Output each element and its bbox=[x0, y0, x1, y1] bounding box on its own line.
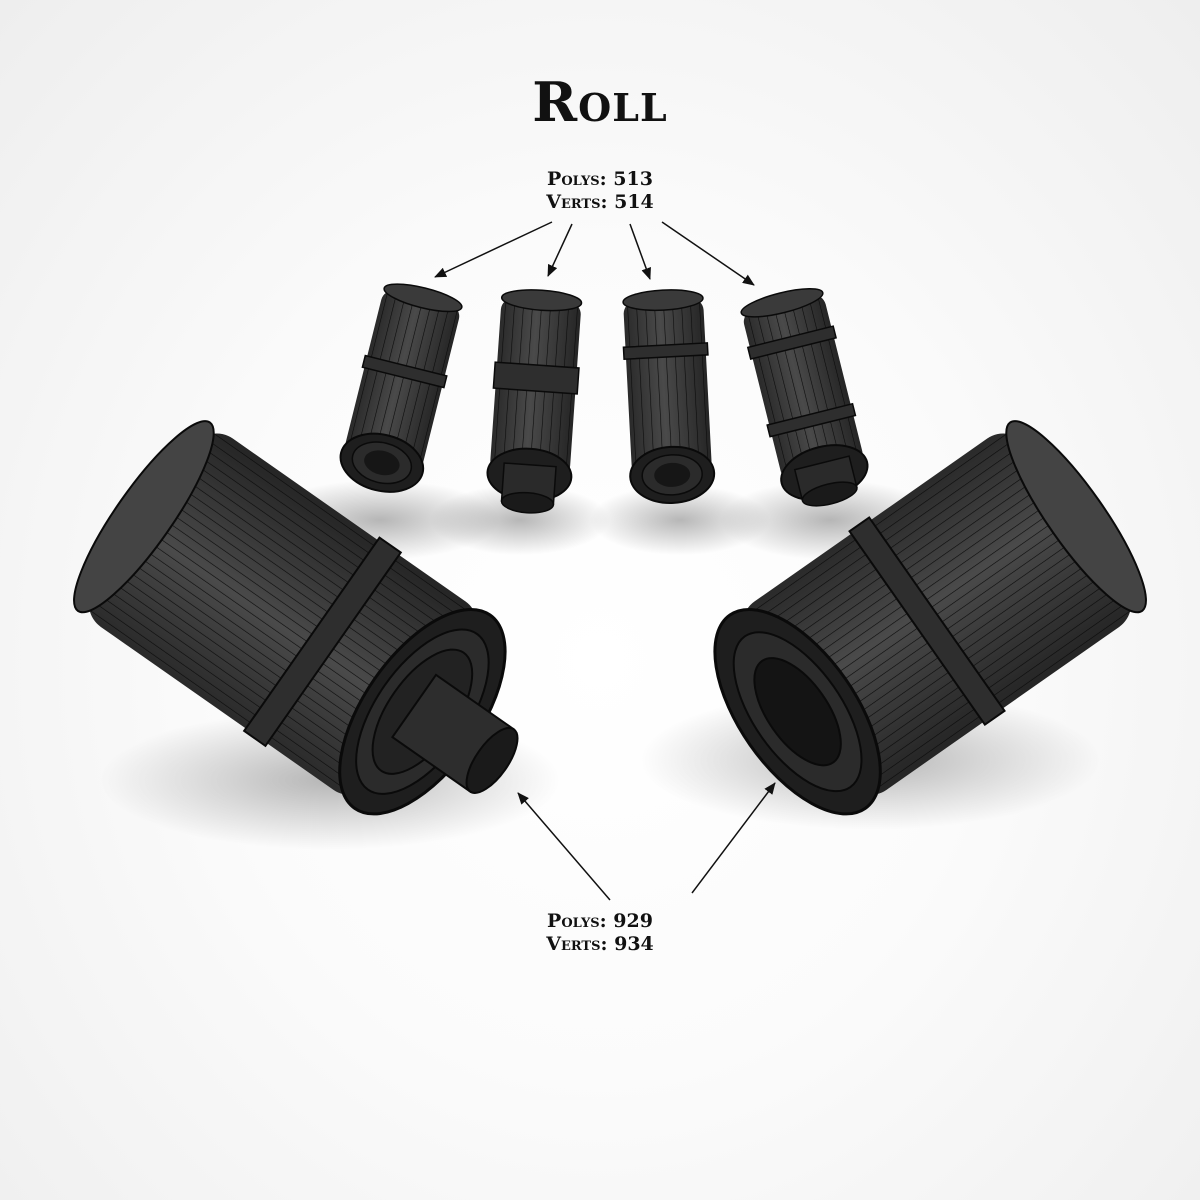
high-poly-polys-label: Polys: 929 bbox=[547, 910, 653, 932]
low-poly-roll-4 bbox=[740, 288, 869, 507]
pointer-arrow bbox=[517, 792, 611, 901]
low-poly-roll-3 bbox=[622, 289, 716, 504]
low-poly-verts-label: Verts: 514 bbox=[546, 191, 654, 213]
high-poly-stats: Polys: 929 Verts: 934 bbox=[0, 910, 1200, 956]
high-poly-verts-label: Verts: 934 bbox=[546, 933, 654, 955]
low-poly-stats: Polys: 513 Verts: 514 bbox=[0, 168, 1200, 214]
roll-shadow bbox=[590, 485, 770, 555]
low-poly-polys-label: Polys: 513 bbox=[547, 168, 653, 190]
pointer-arrow bbox=[547, 223, 573, 277]
low-poly-roll-1 bbox=[339, 283, 463, 493]
pointer-arrow bbox=[434, 221, 553, 278]
high-poly-roll-right bbox=[713, 420, 1147, 816]
roll-shadow bbox=[430, 485, 610, 555]
high-poly-roll-left bbox=[73, 420, 519, 816]
low-poly-roll-2 bbox=[486, 289, 583, 514]
pointer-arrow bbox=[691, 782, 776, 894]
page-title: Roll bbox=[532, 70, 668, 134]
pointer-arrow bbox=[629, 223, 651, 280]
pointer-arrow bbox=[661, 221, 755, 286]
